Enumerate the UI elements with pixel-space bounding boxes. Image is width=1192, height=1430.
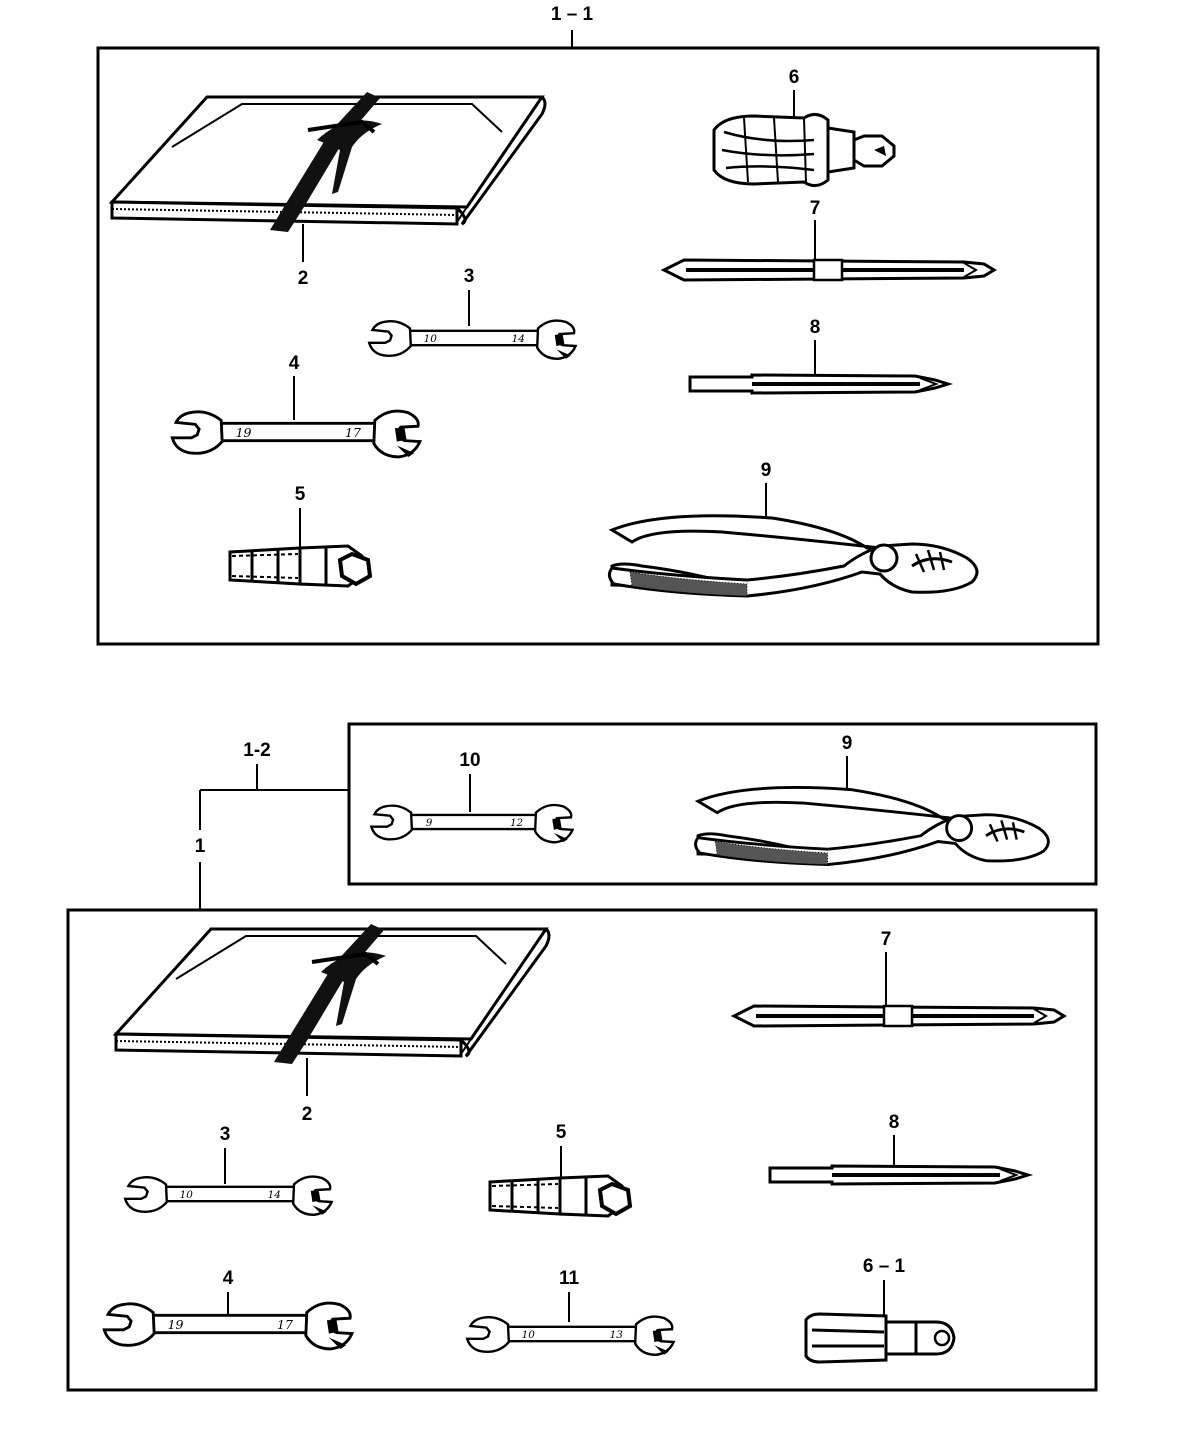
screwdriver-blade-short	[688, 373, 950, 395]
screwdriver-blade-long	[662, 258, 996, 282]
callout-6-1: 6 – 1	[863, 1256, 906, 1277]
pliers-optional	[694, 786, 1050, 866]
wrench-size-left: 19	[236, 425, 252, 440]
wrench-10-14-2: 10 14	[123, 1175, 333, 1217]
group-1-2-frame	[66, 908, 1098, 1392]
group-1-1: 1 – 1 2 6 7 8 3 10 14 4	[96, 4, 1100, 646]
callout-5b: 5	[556, 1122, 567, 1143]
wrench-9-12: 9 12	[370, 803, 574, 844]
callout-11: 11	[559, 1268, 580, 1289]
wrench-size-left: 19	[168, 1317, 184, 1332]
callout-8b: 8	[889, 1112, 900, 1133]
callout-9b: 9	[842, 733, 853, 754]
wrench-size-right: 17	[345, 425, 361, 440]
callout-3b: 3	[220, 1124, 231, 1145]
hex-socket-spanner	[228, 544, 372, 588]
group-1-2-sub-label: 1	[195, 836, 206, 857]
callout-10: 10	[459, 750, 480, 771]
group-1-2: 1-2 1 10 9 12 9 2 7 8 3 10	[66, 722, 1098, 1392]
callout-4b: 4	[223, 1268, 234, 1289]
callout-7b: 7	[881, 929, 892, 950]
callout-2b: 2	[302, 1104, 313, 1125]
wrench-size-right: 12	[510, 818, 523, 829]
wrench-size-right: 17	[277, 1317, 293, 1332]
wrench-19-17: 19 17	[170, 409, 422, 459]
screwdriver-blade-long-2	[732, 1004, 1066, 1028]
callout-9: 9	[761, 460, 772, 481]
wrench-size-left: 10	[180, 1189, 194, 1201]
wrench-size-left: 10	[424, 333, 438, 345]
callout-6: 6	[789, 67, 800, 88]
callout-3: 3	[464, 266, 475, 287]
wrench-size-right: 14	[268, 1189, 281, 1201]
callout-4: 4	[289, 353, 300, 374]
wrench-10-14: 10 14	[368, 319, 577, 360]
tool-bag	[110, 90, 547, 234]
wrench-size-left: 9	[426, 818, 433, 829]
wrench-10-13: 10 13	[466, 1315, 675, 1357]
group-1-1-label: 1 – 1	[551, 4, 594, 25]
screwdriver-handle-short	[804, 1312, 956, 1364]
pliers	[607, 514, 979, 598]
callout-7: 7	[810, 198, 821, 219]
wrench-size-right: 13	[610, 1329, 624, 1341]
callout-2: 2	[298, 268, 309, 289]
wrench-19-17-2: 19 17	[102, 1301, 354, 1351]
optional-parts-frame	[347, 722, 1098, 886]
screwdriver-handle	[712, 112, 896, 188]
callout-5: 5	[295, 484, 306, 505]
group-1-1-frame	[96, 46, 1100, 646]
callout-8: 8	[810, 317, 821, 338]
wrench-size-left: 10	[522, 1329, 536, 1341]
tool-bag-2	[114, 922, 551, 1066]
group-1-2-label: 1-2	[243, 740, 270, 761]
hex-socket-spanner-2	[488, 1174, 632, 1218]
screwdriver-blade-short-2	[768, 1164, 1030, 1186]
wrench-size-right: 14	[512, 333, 525, 345]
